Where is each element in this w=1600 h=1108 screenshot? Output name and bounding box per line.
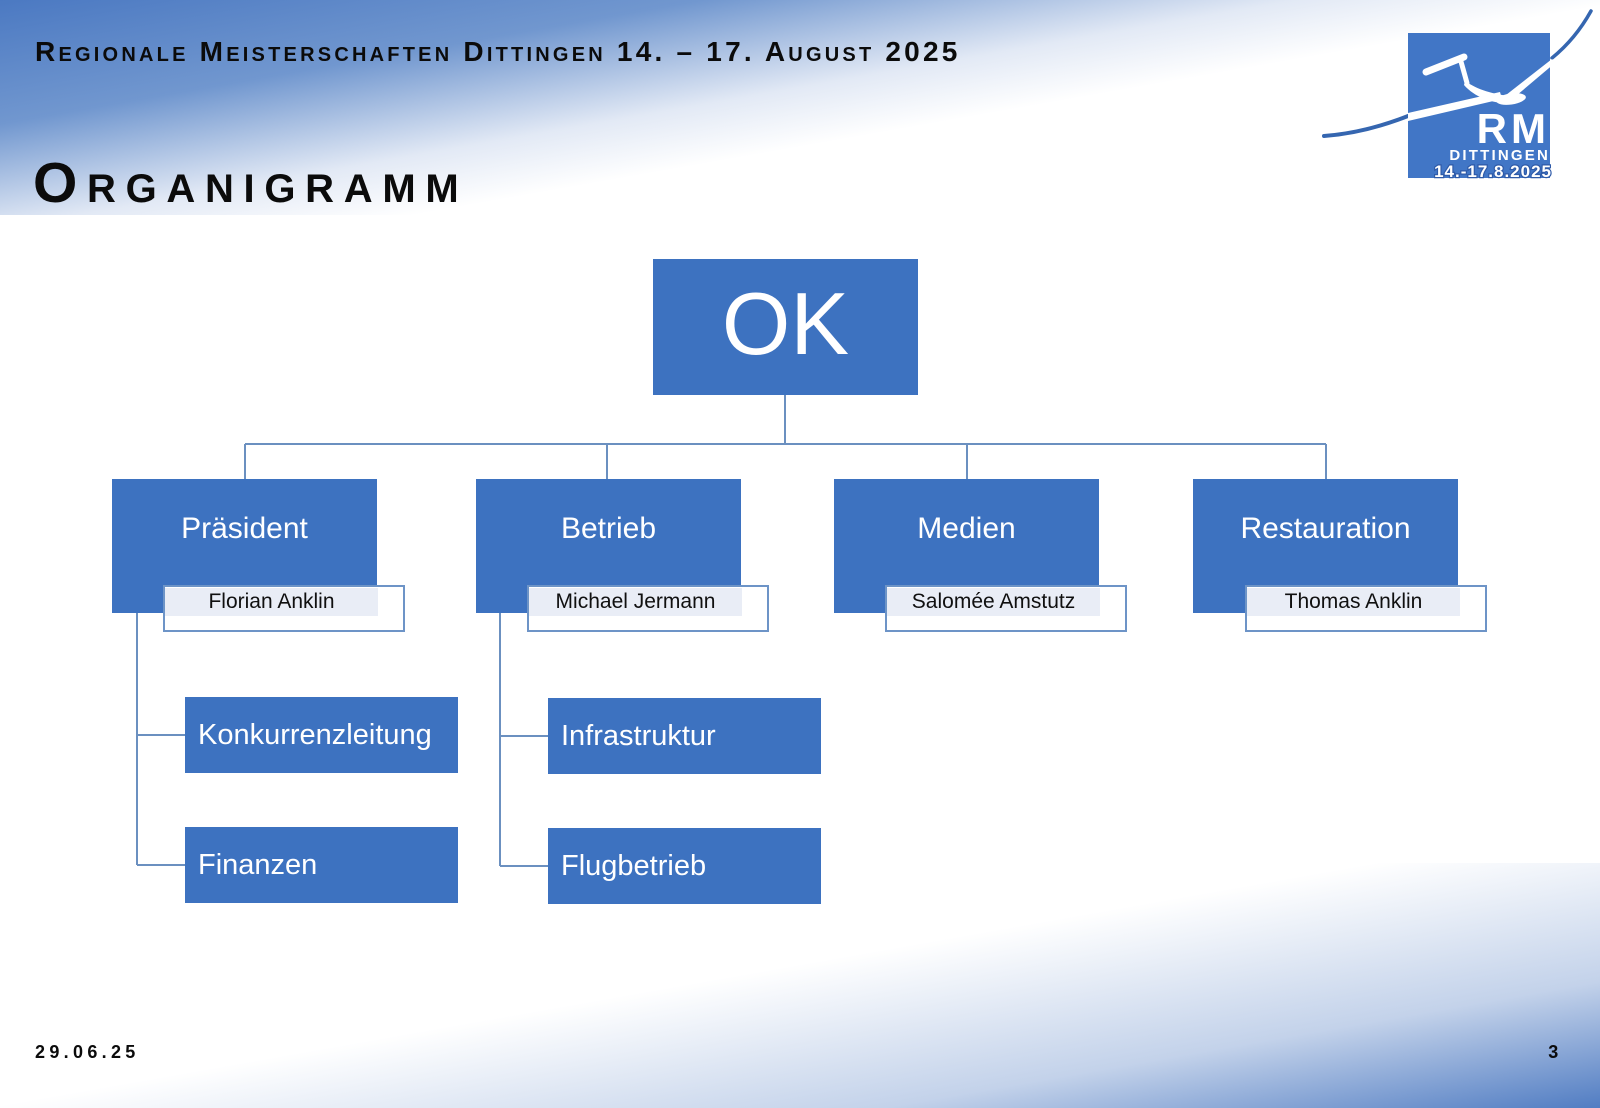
connector-betrieb-children (499, 608, 548, 867)
glider-icon (1408, 53, 1555, 121)
name-plate-restauration: Thomas Anklin (1245, 585, 1487, 632)
name-text: Thomas Anklin (1247, 588, 1460, 616)
page-number: 3 (1548, 1042, 1560, 1062)
org-box-infrastruktur: Infrastruktur (548, 698, 821, 774)
logo-rm-text: RM (1477, 105, 1550, 152)
name-text: Michael Jermann (529, 588, 742, 616)
connector-praesident-children (136, 608, 185, 866)
logo-location-text: Dittingen (1449, 147, 1550, 164)
logo-left-wing-swoosh (1322, 114, 1410, 138)
org-box-flugbetrieb: Flugbetrieb (548, 828, 821, 904)
logo-right-wing-swoosh (1550, 9, 1593, 60)
logo-square (1408, 33, 1550, 178)
footer-date: 29.06.25 (35, 1042, 140, 1062)
name-plate-praesident: Florian Anklin (163, 585, 405, 632)
name-text: Florian Anklin (165, 588, 378, 616)
name-text: Salomée Amstutz (887, 588, 1100, 616)
rm-dittingen-logo: RM Dittingen 14.-17.8.2025 (1322, 9, 1593, 182)
org-box-finanzen: Finanzen (185, 827, 458, 903)
name-plate-betrieb: Michael Jermann (527, 585, 769, 632)
name-plate-medien: Salomée Amstutz (885, 585, 1127, 632)
slide-header-title: Regionale Meisterschaften Dittingen 14. … (35, 36, 961, 67)
logo-dates-text: 14.-17.8.2025 (1434, 162, 1552, 181)
page-title: Organigramm (33, 151, 469, 215)
org-box-konkurrenzleitung: Konkurrenzleitung (185, 697, 458, 773)
header-gradient-band (0, 0, 1600, 215)
org-box-root: OK (653, 259, 918, 395)
